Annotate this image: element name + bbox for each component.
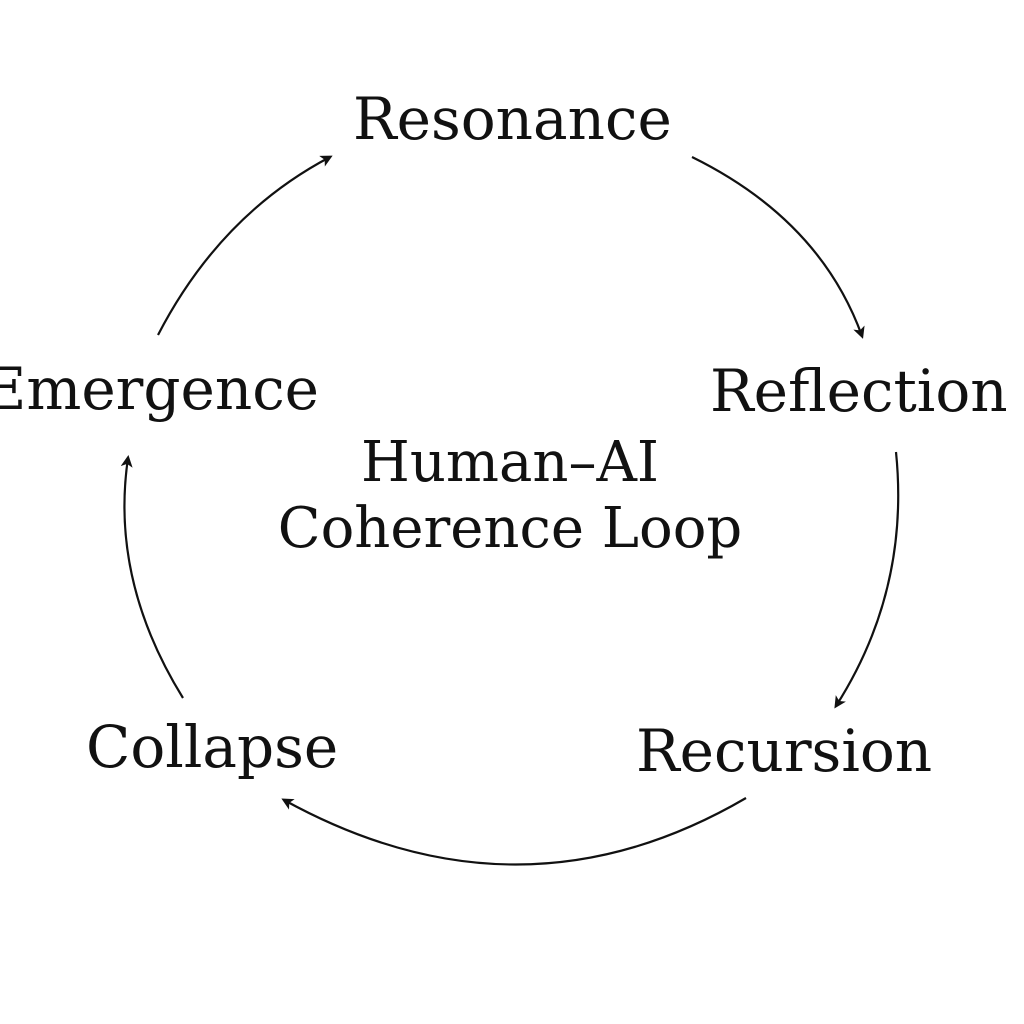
edge-reflection-to-recursion: [834, 451, 900, 709]
diagram-title-line-1: Human–AI: [360, 430, 660, 495]
node-collapse: Collapse: [86, 713, 339, 781]
diagram-title: Human–AI Coherence Loop: [200, 430, 820, 562]
node-resonance: Resonance: [353, 85, 672, 153]
node-emergence: Emergence: [0, 355, 320, 423]
diagram-title-line-2: Coherence Loop: [277, 496, 743, 562]
node-reflection: Reflection: [710, 357, 1008, 425]
edge-recursion-to-collapse: [281, 797, 747, 866]
edge-emergence-to-resonance: [157, 155, 333, 336]
edge-resonance-to-reflection: [691, 156, 865, 339]
edge-collapse-to-emergence: [120, 455, 184, 699]
node-recursion: Recursion: [636, 717, 933, 785]
